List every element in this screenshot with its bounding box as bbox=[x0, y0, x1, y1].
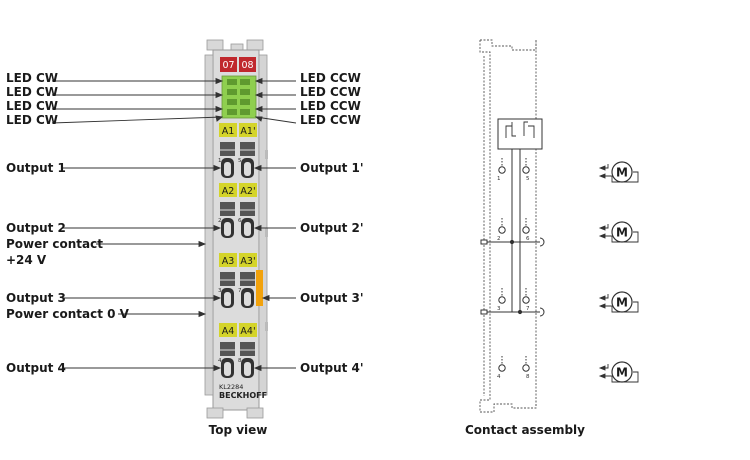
brand-logo: BECKHOFF bbox=[219, 391, 267, 400]
contact-number-3: 3 bbox=[497, 306, 501, 312]
channel-tag-a1-prime: A1' bbox=[240, 126, 255, 137]
channel-tag-a4-prime: A4' bbox=[240, 326, 255, 337]
contact-number-8: 8 bbox=[526, 374, 530, 380]
header-tags: 07 08 bbox=[220, 57, 256, 72]
channel-tag-a3-prime: A3' bbox=[240, 256, 255, 267]
contact-number-2: 2 bbox=[497, 236, 501, 242]
terminal-clamps: 1 5 2 6 3 7 4 8 bbox=[218, 142, 255, 378]
output-3-label: Output 3 bbox=[6, 291, 66, 305]
power-contact-plus-voltage: +24 V bbox=[6, 253, 47, 267]
led-ccw-label-4: LED CCW bbox=[300, 113, 361, 127]
contact-numbers: 1 5 2 6 3 7 4 8 bbox=[497, 176, 530, 380]
contact-number-7: 7 bbox=[526, 306, 530, 312]
contact-number-1: 1 bbox=[497, 176, 501, 182]
motor-1 bbox=[598, 161, 639, 183]
channel-tag-a2-prime: A2' bbox=[240, 186, 255, 197]
channel-tag-a4: A4 bbox=[222, 326, 235, 337]
motor-3 bbox=[598, 291, 639, 313]
motor-4 bbox=[598, 361, 639, 383]
contact-assembly-circuit bbox=[480, 118, 545, 372]
terminal-number-6: 6 bbox=[238, 218, 242, 224]
header-tag-08: 08 bbox=[241, 60, 253, 71]
led-ccw-label-1: LED CCW bbox=[300, 71, 361, 85]
channel-tag-a3: A3 bbox=[222, 256, 235, 267]
motor-2 bbox=[598, 221, 639, 243]
channel-tag-a2: A2 bbox=[222, 186, 235, 197]
motor-2-symbol: M bbox=[616, 226, 628, 240]
output-2-label: Output 2 bbox=[6, 221, 66, 235]
output-leaders bbox=[62, 164, 296, 372]
terminal-number-2: 2 bbox=[218, 218, 222, 224]
contact-number-4: 4 bbox=[497, 374, 501, 380]
led-cw-label-4: LED CW bbox=[6, 113, 58, 127]
motor-1-symbol: M bbox=[616, 166, 628, 180]
power-contact-plus-label: Power contact bbox=[6, 237, 103, 251]
output-2-prime-label: Output 2' bbox=[300, 221, 364, 235]
power-contact-zero-label: Power contact 0 V bbox=[6, 307, 130, 321]
power-contact-strip bbox=[256, 270, 263, 306]
terminal-number-1: 1 bbox=[218, 158, 222, 164]
channel-tag-a1: A1 bbox=[222, 126, 235, 137]
terminal-number-3: 3 bbox=[218, 288, 222, 294]
led-ccw-label-3: LED CCW bbox=[300, 99, 361, 113]
led-cw-label-3: LED CW bbox=[6, 99, 58, 113]
top-view-caption: Top view bbox=[209, 423, 268, 437]
output-1-prime-label: Output 1' bbox=[300, 161, 364, 175]
motor-3-symbol: M bbox=[616, 296, 628, 310]
terminal-number-7: 7 bbox=[238, 288, 242, 294]
terminal-number-5: 5 bbox=[238, 158, 242, 164]
header-tag-07: 07 bbox=[222, 60, 234, 71]
contact-number-5: 5 bbox=[526, 176, 530, 182]
output-4-label: Output 4 bbox=[6, 361, 66, 375]
led-block bbox=[221, 75, 257, 119]
channel-tags: A1 A1' A2 A2' A3 A3' A4 A4' bbox=[219, 123, 257, 337]
led-cw-label-2: LED CW bbox=[6, 85, 58, 99]
model-label: KL2284 bbox=[219, 383, 243, 391]
output-4-prime-label: Output 4' bbox=[300, 361, 364, 375]
terminal-number-8: 8 bbox=[238, 358, 242, 364]
contact-number-6: 6 bbox=[526, 236, 530, 242]
output-3-prime-label: Output 3' bbox=[300, 291, 364, 305]
output-1-label: Output 1 bbox=[6, 161, 66, 175]
motor-4-symbol: M bbox=[616, 366, 628, 380]
terminal-number-4: 4 bbox=[218, 358, 222, 364]
led-ccw-label-2: LED CCW bbox=[300, 85, 361, 99]
contact-assembly-outline bbox=[479, 39, 537, 413]
led-leaders bbox=[51, 77, 297, 124]
led-cw-label-1: LED CW bbox=[6, 71, 58, 85]
contact-assembly-caption: Contact assembly bbox=[465, 423, 585, 437]
